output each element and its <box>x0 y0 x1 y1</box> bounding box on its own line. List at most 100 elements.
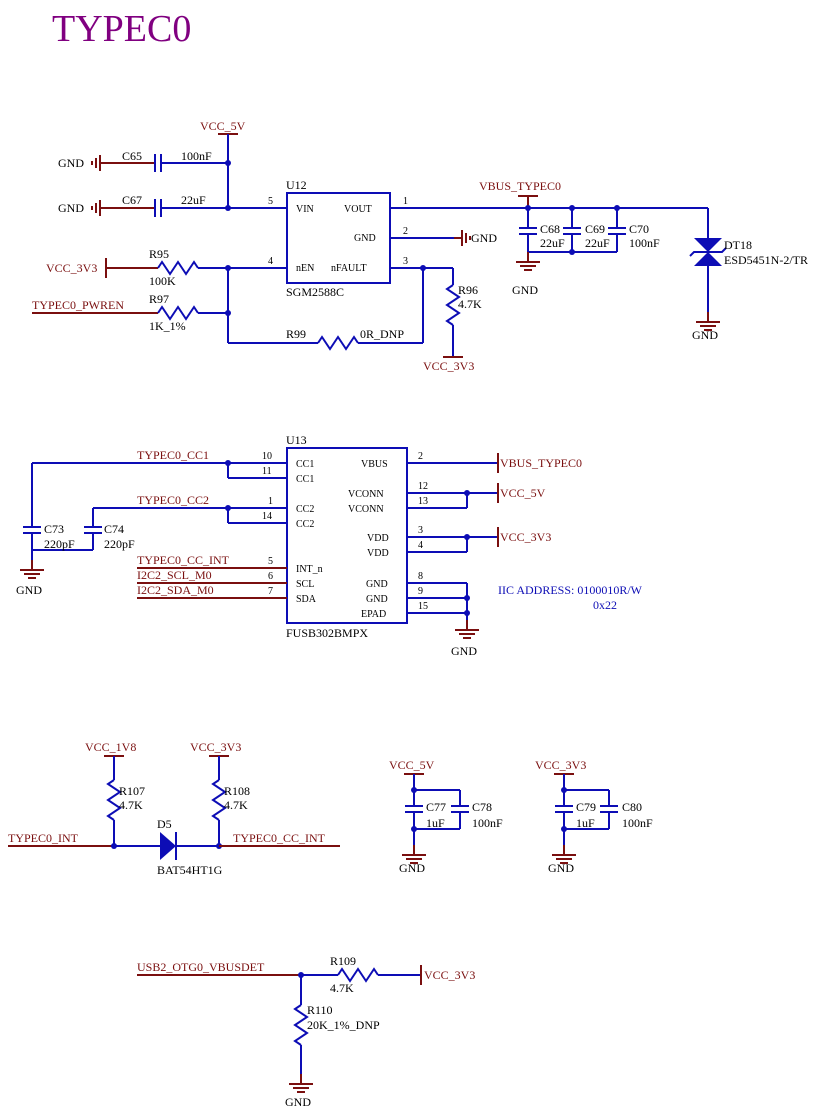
u13-pinnum-5: 5 <box>268 556 273 567</box>
u12-pinnum-nen: 4 <box>268 256 273 267</box>
r110-ref: R110 <box>307 1003 333 1017</box>
c65-value: 100nF <box>181 149 212 163</box>
u13-pinnum-15: 15 <box>418 601 428 612</box>
net-typec0-cc-int-2: TYPEC0_CC_INT <box>233 831 326 845</box>
c77-ref: C77 <box>426 800 446 814</box>
u12-pinnum-nfault: 3 <box>403 256 408 267</box>
r108-ref: R108 <box>224 784 250 798</box>
gnd-label-u12: GND <box>471 231 497 245</box>
gnd-label-dt18: GND <box>692 328 718 342</box>
u13-part: FUSB302BMPX <box>286 626 368 640</box>
net-i2c2-sda: I2C2_SDA_M0 <box>137 583 214 597</box>
page-title: TYPEC0 <box>52 8 191 50</box>
u13-pin-cc1a: CC1 <box>296 459 314 470</box>
u12-pin-nen: nEN <box>296 263 314 274</box>
vcc3v3-label-3: VCC_3V3 <box>500 530 551 544</box>
c73-value: 220pF <box>44 537 75 551</box>
dt18-ref: DT18 <box>724 238 752 252</box>
r96-value: 4.7K <box>458 297 482 311</box>
gnd-symbol-u12 <box>453 229 471 247</box>
dt18-triangle-top <box>694 238 722 252</box>
u13-pin-vdd-b: VDD <box>367 548 389 559</box>
u13-pinnum-1: 1 <box>268 496 273 507</box>
r107-value: 4.7K <box>119 798 143 812</box>
u13-pinnum-7: 7 <box>268 586 273 597</box>
r108-value: 4.7K <box>224 798 248 812</box>
u13-pin-gnd-a: GND <box>366 579 388 590</box>
junction <box>420 265 426 271</box>
r99-value: 0R_DNP <box>360 327 404 341</box>
gnd-symbol-c73 <box>19 559 45 579</box>
r110-body <box>293 1004 309 1046</box>
gnd-symbol-c68 <box>515 251 541 271</box>
vcc3v3-label-1: VCC_3V3 <box>46 261 97 275</box>
u13-body <box>286 447 408 624</box>
iic-address-note: IIC ADDRESS: 0100010R/W <box>498 583 643 597</box>
r97-value: 1K_1% <box>149 319 186 333</box>
vbus-label-2: VBUS_TYPEC0 <box>500 456 582 470</box>
net-typec0-int: TYPEC0_INT <box>8 831 79 845</box>
net-typec0-pwren: TYPEC0_PWREN <box>32 298 124 312</box>
c74-ref: C74 <box>104 522 124 536</box>
u12-pin-gnd: GND <box>354 233 376 244</box>
u13-pin-epad: EPAD <box>361 609 386 620</box>
r97-body <box>157 305 199 321</box>
u13-pinnum-8: 8 <box>418 571 423 582</box>
u13-pinnum-10: 10 <box>262 451 272 462</box>
c69-ref: C69 <box>585 222 605 236</box>
junction <box>225 160 231 166</box>
gnd-symbol-c67 <box>91 199 109 217</box>
junction <box>411 787 417 793</box>
vbus-label-1: VBUS_TYPEC0 <box>479 179 561 193</box>
vcc3v3-label-2: VCC_3V3 <box>423 359 474 373</box>
r109-ref: R109 <box>330 954 356 968</box>
vcc1v8-label: VCC_1V8 <box>85 740 136 754</box>
u13-pin-vconn-b: VCONN <box>348 504 384 515</box>
net-typec0-cc-int-1: TYPEC0_CC_INT <box>137 553 230 567</box>
c79-ref: C79 <box>576 800 596 814</box>
dt18-value: ESD5451N-2/TR <box>724 253 808 267</box>
net-typec0-cc1: TYPEC0_CC1 <box>137 448 209 462</box>
r95-body <box>157 260 199 276</box>
u12-pinnum-vin: 5 <box>268 196 273 207</box>
r107-ref: R107 <box>119 784 145 798</box>
junction <box>225 205 231 211</box>
gnd-label-r110: GND <box>285 1095 311 1109</box>
gnd-label-c65: GND <box>58 156 84 170</box>
gnd-label-c68: GND <box>512 283 538 297</box>
iic-address-hex: 0x22 <box>593 598 617 612</box>
d5-ref: D5 <box>157 817 172 831</box>
junction <box>464 610 470 616</box>
u13-pinnum-11: 11 <box>262 466 272 477</box>
dt18-bar <box>689 247 727 257</box>
u13-pinnum-14: 14 <box>262 511 272 522</box>
c68-value: 22uF <box>540 236 565 250</box>
vcc3v3-label-5: VCC_3V3 <box>535 758 586 772</box>
u13-pin-vdd-a: VDD <box>367 533 389 544</box>
c73-ref: C73 <box>44 522 64 536</box>
junction <box>464 595 470 601</box>
u13-pin-vbus: VBUS <box>361 459 388 470</box>
junction <box>411 826 417 832</box>
u13-pinnum-2: 2 <box>418 451 423 462</box>
u12-ref: U12 <box>286 178 307 192</box>
u13-pin-cc1b: CC1 <box>296 474 314 485</box>
c70-ref: C70 <box>629 222 649 236</box>
r97-ref: R97 <box>149 292 169 306</box>
vcc5v-label-1: VCC_5V <box>200 119 246 133</box>
u13-pin-vconn-a: VCONN <box>348 489 384 500</box>
u13-pin-intn: INT_n <box>296 564 323 575</box>
u13-pinnum-4: 4 <box>418 540 423 551</box>
c65-ref: C65 <box>122 149 142 163</box>
dt18-triangle-bottom <box>694 252 722 266</box>
r110-value: 20K_1%_DNP <box>307 1018 380 1032</box>
junction <box>225 460 231 466</box>
gnd-symbol-u13 <box>454 619 480 639</box>
r99-ref: R99 <box>286 327 306 341</box>
r96-ref: R96 <box>458 283 478 297</box>
vcc3v3-label-4: VCC_3V3 <box>190 740 241 754</box>
gnd-label-c67: GND <box>58 201 84 215</box>
u12-pinnum-gnd: 2 <box>403 226 408 237</box>
u12-pin-nfault: nFAULT <box>331 263 367 274</box>
u13-pin-gnd-b: GND <box>366 594 388 605</box>
